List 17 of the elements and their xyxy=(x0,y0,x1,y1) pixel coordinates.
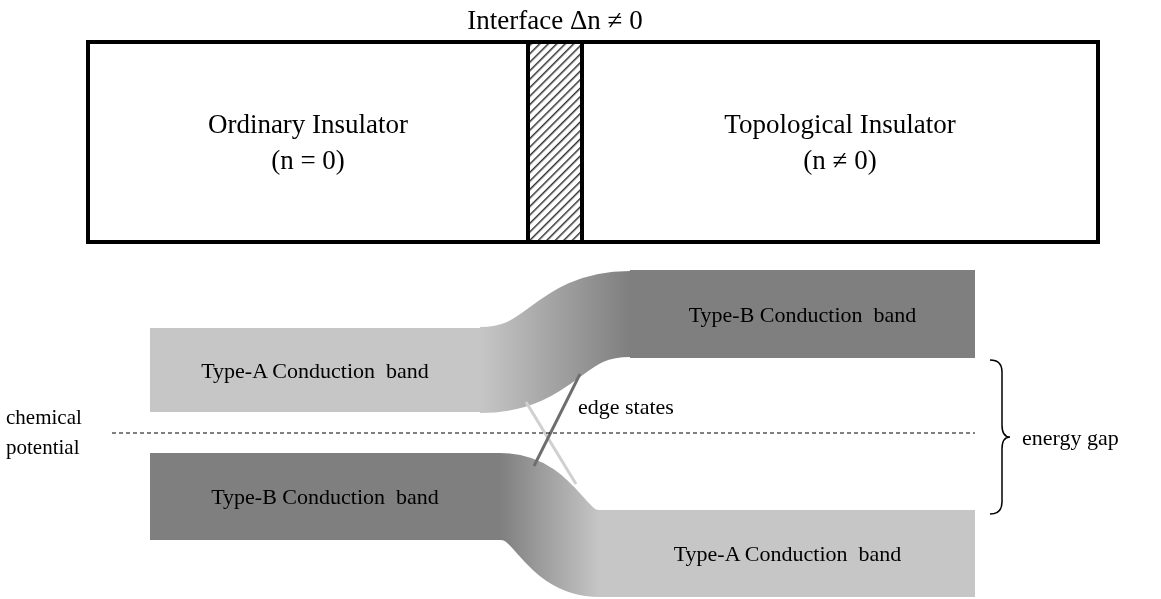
region-index: (n = 0) xyxy=(271,144,345,177)
conduction-band xyxy=(150,328,480,412)
conduction-band xyxy=(630,270,975,358)
conduction-band xyxy=(600,510,975,597)
band-label: Type-A Conduction band xyxy=(201,356,429,385)
band-label: Type-A Conduction band xyxy=(673,540,902,568)
band-label: Type-B Conduction band xyxy=(688,300,917,329)
diagram-title: Interface Δn ≠ 0 xyxy=(466,4,644,37)
region-title: Topological Insulator xyxy=(724,108,956,141)
energy-gap-label: energy gap xyxy=(1022,424,1119,452)
hatched-interface-strip xyxy=(526,44,584,240)
edge-states-label: edge states xyxy=(578,393,674,421)
chemical-potential-label: chemical potential xyxy=(6,404,83,461)
conduction-band xyxy=(150,453,500,540)
band-label: Type-B Conduction band xyxy=(211,483,439,511)
region-index: (n ≠ 0) xyxy=(803,144,877,177)
region-title: Ordinary Insulator xyxy=(207,108,409,141)
